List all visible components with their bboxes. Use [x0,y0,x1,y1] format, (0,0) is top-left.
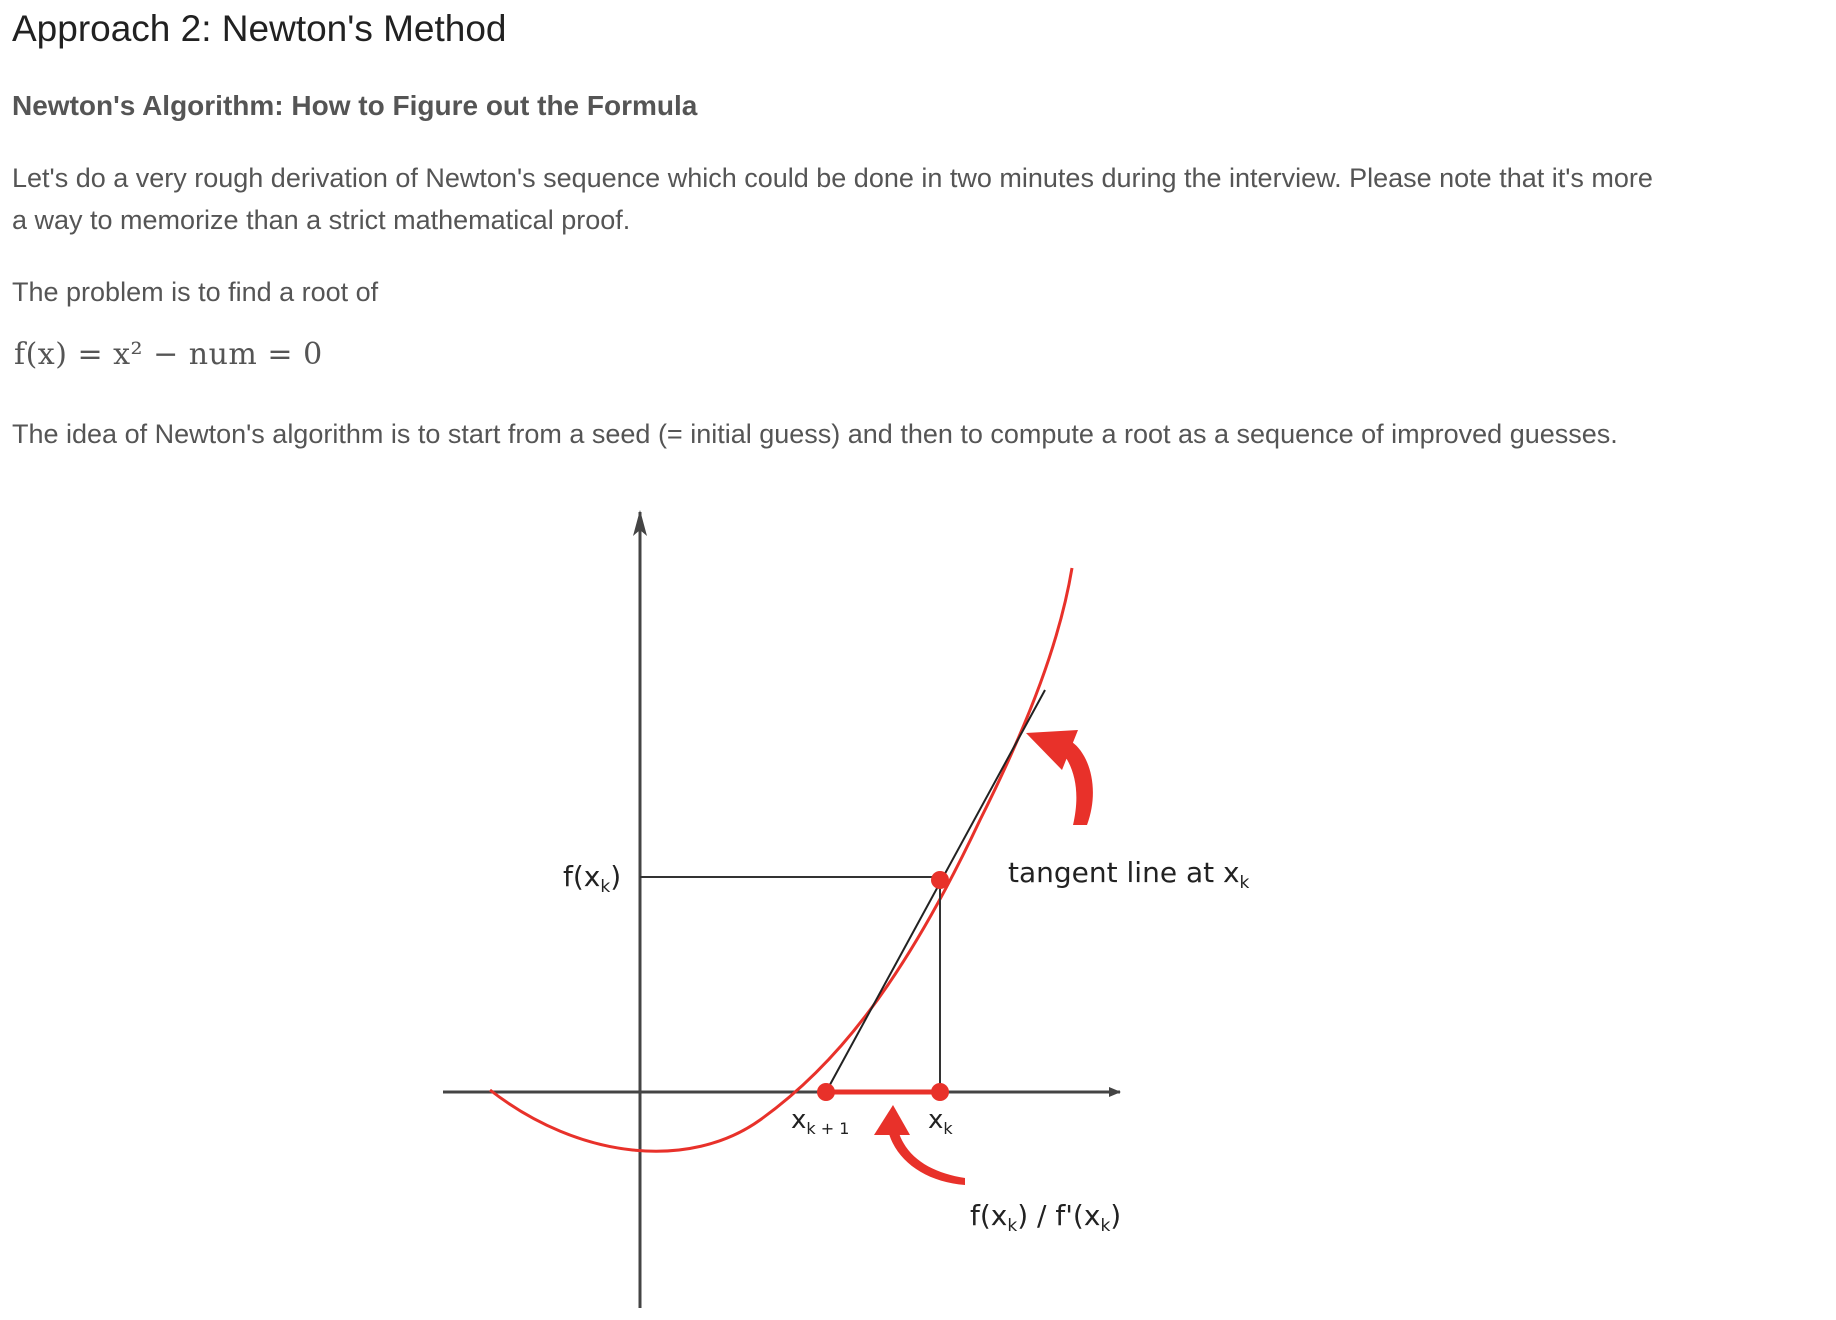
step-callout-arrow [888,1130,965,1185]
tangent-label: tangent line at xk [1008,856,1250,893]
tangent-callout-arrow [1062,742,1093,825]
tangent-line [825,689,1046,1093]
page-title: Approach 2: Newton's Method [12,8,507,49]
idea-paragraph: The idea of Newton's algorithm is to sta… [12,419,1618,449]
step-callout-arrowhead [874,1105,910,1135]
xk1-label: xk + 1 [791,1105,849,1138]
y-axis-arrowhead [633,510,647,536]
function-curve [489,567,1074,1153]
problem-paragraph: The problem is to find a root of [12,277,379,307]
fxk-label: f(xk) [563,860,621,897]
equation: f(x) = x² − num = 0 [14,337,323,372]
point-xk1 [817,1083,835,1101]
tangent-callout-arrowhead [1026,730,1078,770]
step-label: f(xk) / f'(xk) [970,1199,1121,1236]
intro-paragraph: Let's do a very rough derivation of Newt… [12,157,1812,241]
intro-paragraph-line-2: a way to memorize than a strict mathemat… [12,205,631,235]
xk-label: xk [928,1105,953,1138]
point-xk [931,1083,949,1101]
intro-paragraph-line-1: Let's do a very rough derivation of Newt… [12,163,1653,193]
point-fxk [931,871,949,889]
section-heading: Newton's Algorithm: How to Figure out th… [12,90,698,121]
